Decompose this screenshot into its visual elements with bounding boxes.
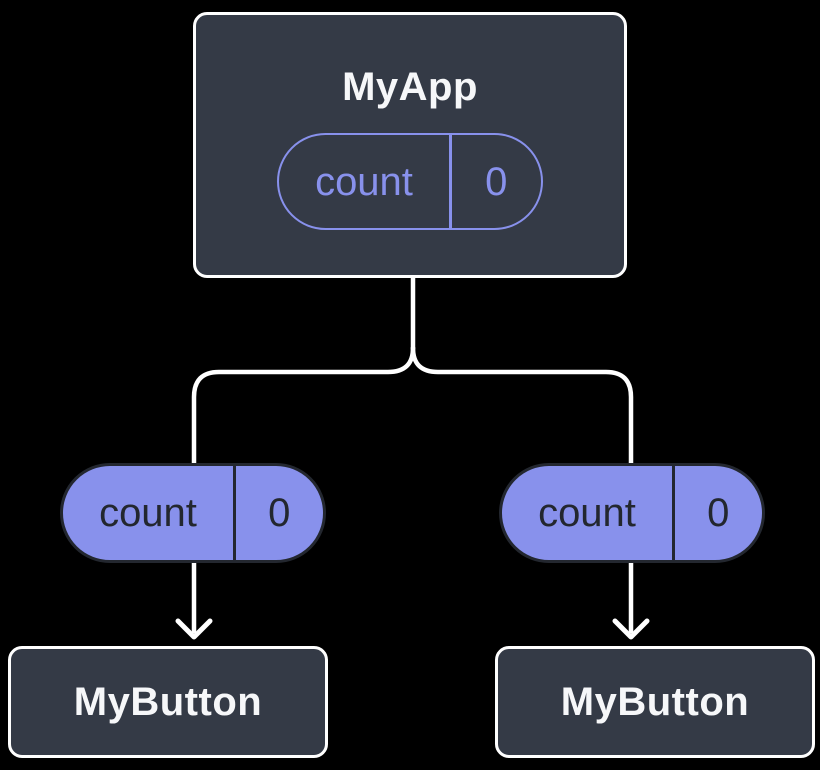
prop-name-right: count [538, 491, 636, 535]
prop-value-left: 0 [268, 491, 291, 535]
arrowhead-down-right-icon [612, 618, 650, 640]
component-node-child-left: MyButton [8, 646, 328, 758]
prop-pill-left: count 0 [60, 463, 326, 563]
pill-divider [449, 135, 452, 228]
arrowhead-down-left-icon [175, 618, 213, 640]
connector-branch-right [410, 345, 634, 634]
prop-pill-right: count 0 [499, 463, 765, 563]
state-name: count [315, 159, 413, 204]
component-label-child-right: MyButton [560, 680, 750, 724]
prop-value-right: 0 [707, 491, 730, 535]
pill-divider [672, 466, 675, 560]
state-value: 0 [485, 159, 508, 204]
pill-divider [233, 466, 236, 560]
state-pill: count 0 [277, 133, 543, 230]
component-node-child-right: MyButton [495, 646, 815, 758]
component-label-child-left: MyButton [73, 680, 263, 724]
prop-name-left: count [99, 491, 197, 535]
connector-branch-left [191, 345, 416, 634]
component-label-root: MyApp [342, 65, 478, 109]
component-node-root: MyApp count 0 [193, 12, 627, 278]
